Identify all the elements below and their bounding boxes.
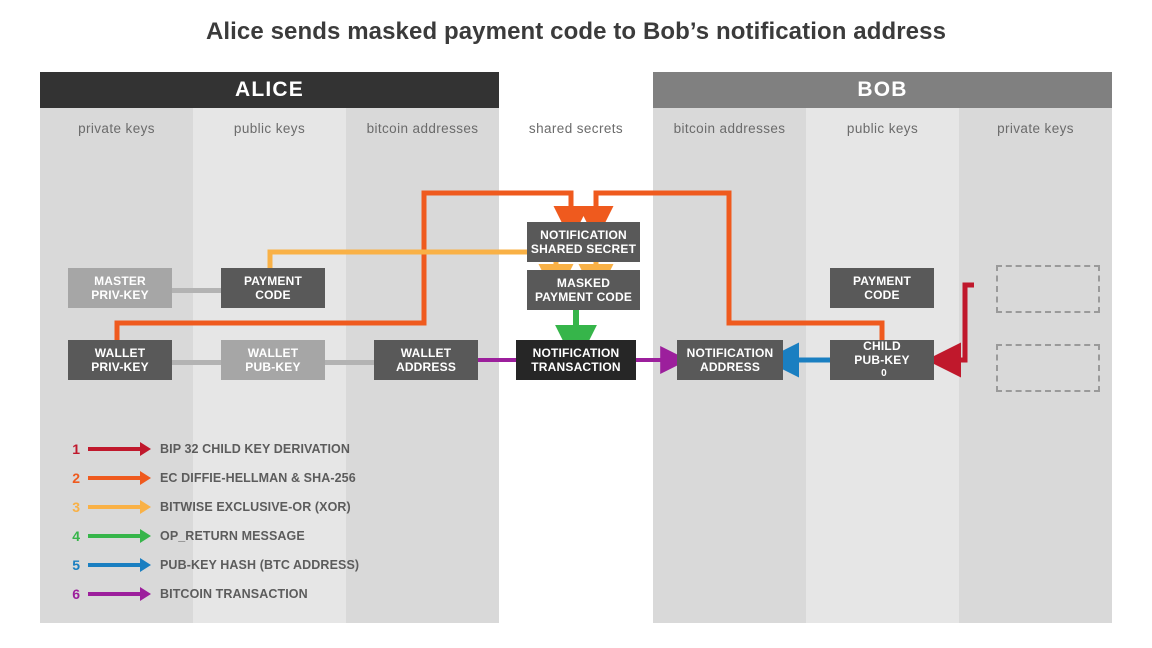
column-band-bob-private-keys [959, 72, 1112, 623]
connector-master-to-payment-code [172, 288, 258, 293]
node-alice-wallet-priv-key-line1: WALLET [94, 346, 146, 360]
node-notification-shared-secret-line2: SHARED SECRET [530, 242, 637, 256]
node-alice-master-priv-key-line2: PRIV-KEY [91, 288, 149, 302]
node-alice-wallet-address[interactable]: WALLET ADDRESS [374, 340, 478, 380]
node-masked-payment-code-line2: PAYMENT CODE [534, 290, 633, 304]
party-header-bob-label: BOB [857, 78, 908, 101]
legend-line-6 [88, 592, 140, 596]
node-bob-notification-address-line2: ADDRESS [699, 360, 761, 374]
node-alice-wallet-pub-key-line1: WALLET [247, 346, 299, 360]
legend-label-6: BITCOIN TRANSACTION [160, 587, 308, 601]
column-label-alice-public-keys: public keys [233, 121, 306, 136]
node-alice-wallet-address-line2: ADDRESS [395, 360, 457, 374]
legend-line-5 [88, 563, 140, 567]
legend-arrowhead-1 [140, 442, 151, 456]
node-alice-payment-code-line2: CODE [255, 288, 291, 302]
node-alice-wallet-priv-key-line2: PRIV-KEY [91, 360, 149, 374]
legend-number-2: 2 [72, 470, 80, 486]
column-label-shared-secrets: shared secrets [528, 121, 624, 136]
node-bob-payment-code-line2: CODE [864, 288, 900, 302]
node-alice-wallet-pub-key[interactable]: WALLET PUB-KEY [221, 340, 325, 380]
legend-arrowhead-3 [140, 500, 151, 514]
path-ecdh-alice [114, 190, 589, 349]
node-masked-payment-code-line1: MASKED [556, 276, 611, 290]
connector-wallet-priv-to-pub [172, 360, 258, 365]
legend-number-1: 1 [72, 441, 80, 457]
legend-line-3 [88, 505, 140, 509]
node-alice-wallet-priv-key[interactable]: WALLET PRIV-KEY [68, 340, 172, 380]
node-alice-master-priv-key[interactable]: MASTER PRIV-KEY [68, 268, 172, 308]
node-alice-wallet-address-line1: WALLET [400, 346, 452, 360]
node-notification-transaction[interactable]: NOTIFICATION TRANSACTION [516, 340, 636, 380]
legend: 1 BIP 32 CHILD KEY DERIVATION 2 EC DIFFI… [66, 438, 396, 608]
bob-private-key-placeholder-2 [996, 344, 1100, 392]
column-label-bob-public-keys: public keys [846, 121, 919, 136]
column-label-alice-private-keys: private keys [78, 121, 155, 136]
node-bob-notification-address-line1: NOTIFICATION [686, 346, 774, 360]
page-title: Alice sends masked payment code to Bob’s… [205, 18, 947, 45]
node-notification-shared-secret-line1: NOTIFICATION [540, 228, 627, 242]
node-bob-payment-code-line1: PAYMENT [852, 274, 912, 288]
column-label-bob-private-keys: private keys [997, 121, 1074, 136]
legend-label-1: BIP 32 CHILD KEY DERIVATION [160, 442, 351, 456]
legend-arrowhead-6 [140, 587, 151, 601]
party-header-bob: BOB [653, 72, 1112, 108]
path-bip32 [926, 282, 974, 378]
node-notification-transaction-line1: NOTIFICATION [532, 346, 620, 360]
node-bob-notification-address[interactable]: NOTIFICATION ADDRESS [677, 340, 783, 380]
path-ecdh-bob [578, 190, 885, 349]
bob-private-key-placeholder-1 [996, 265, 1100, 313]
flow-paths [114, 190, 974, 378]
legend-label-3: BITWISE EXCLUSIVE-OR (XOR) [160, 500, 351, 514]
node-bob-child-pub-key-0-index: 0 [881, 368, 887, 379]
node-alice-wallet-pub-key-line2: PUB-KEY [245, 360, 301, 374]
legend-number-3: 3 [72, 499, 80, 515]
node-alice-payment-code[interactable]: PAYMENT CODE [221, 268, 325, 308]
node-bob-payment-code[interactable]: PAYMENT CODE [830, 268, 934, 308]
legend-line-2 [88, 476, 140, 480]
node-bob-child-pub-key-0-line1: CHILD [863, 339, 901, 353]
legend-number-4: 4 [72, 528, 80, 544]
legend-number-6: 6 [72, 586, 80, 602]
column-label-alice-bitcoin-addresses: bitcoin addresses [366, 121, 479, 136]
legend-label-4: OP_RETURN MESSAGE [160, 529, 305, 543]
node-alice-master-priv-key-line1: MASTER [94, 274, 146, 288]
party-header-alice: ALICE [40, 72, 499, 108]
column-label-bob-bitcoin-addresses: bitcoin addresses [673, 121, 786, 136]
connector-wallet-pub-to-address [325, 360, 411, 365]
party-header-alice-label: ALICE [235, 78, 304, 101]
node-notification-shared-secret[interactable]: NOTIFICATION SHARED SECRET [527, 222, 640, 262]
node-notification-transaction-line2: TRANSACTION [531, 360, 621, 374]
legend-arrowhead-2 [140, 471, 151, 485]
legend-arrowhead-5 [140, 558, 151, 572]
diagram-canvas: ALICE BOB private keys public keys bitco… [40, 72, 1112, 623]
legend-label-5: PUB-KEY HASH (BTC ADDRESS) [160, 558, 360, 572]
legend-label-2: EC DIFFIE-HELLMAN & SHA-256 [160, 471, 356, 485]
legend-line-1 [88, 447, 140, 451]
legend-line-4 [88, 534, 140, 538]
legend-number-5: 5 [72, 557, 80, 573]
legend-arrowhead-4 [140, 529, 151, 543]
node-alice-payment-code-line1: PAYMENT [243, 274, 303, 288]
node-masked-payment-code[interactable]: MASKED PAYMENT CODE [527, 270, 640, 310]
path-xor-payment-code [267, 249, 574, 299]
